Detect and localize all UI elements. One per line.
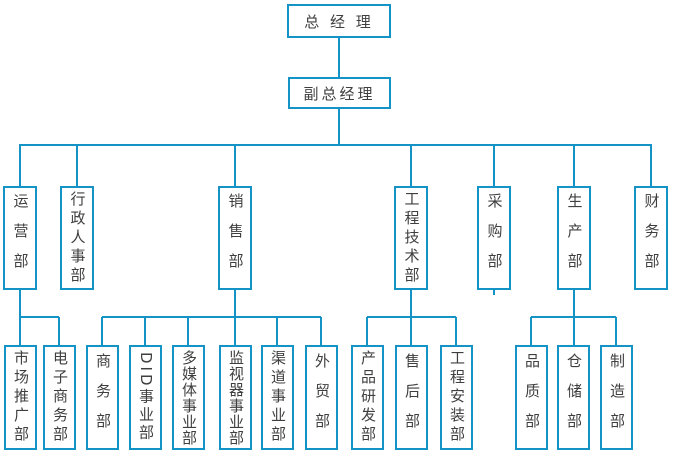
org-node-label: 售后部 [403, 352, 421, 443]
org-node-manufacturing-dept: 制造部 [600, 345, 633, 450]
org-node-label: 外贸部 [313, 352, 331, 443]
org-node-product-rd-dept: 产品研发部 [351, 345, 384, 450]
org-node-multimedia-division: 多媒体事业部 [172, 345, 205, 450]
org-node-label: 采购部 [485, 193, 504, 283]
org-node-label: 工程技术部 [402, 190, 421, 286]
connector-level3-bus [19, 144, 652, 186]
org-node-after-sales-dept: 售后部 [395, 345, 428, 450]
org-node-label: 监视器事业部 [227, 349, 245, 446]
org-node-admin-hr-dept: 行政人事部 [60, 186, 94, 290]
org-node-label: 市场推广部 [12, 350, 30, 445]
org-node-label: 销售部 [226, 193, 245, 283]
org-node-operations-dept: 运营部 [3, 186, 37, 290]
org-node-business-dept: 商务部 [86, 345, 119, 450]
org-node-label: 品质部 [523, 352, 541, 443]
org-node-label: 工程安装部 [448, 350, 466, 445]
connector-sales-children [101, 290, 322, 345]
org-node-foreign-trade-dept: 外贸部 [305, 345, 338, 450]
org-node-quality-dept: 品质部 [515, 345, 548, 450]
org-node-general-manager: 总 经 理 [287, 4, 391, 38]
org-node-label: 电子商务部 [51, 350, 69, 445]
org-node-purchasing-dept: 采购部 [477, 186, 511, 290]
org-node-ecommerce-dept: 电子商务部 [43, 345, 76, 450]
org-node-label: 制造部 [608, 352, 626, 443]
org-node-label: 行政人事部 [68, 190, 87, 286]
org-node-label: 运营部 [11, 193, 30, 283]
connector-engineering-children [366, 290, 457, 345]
org-node-label: 仓储部 [565, 352, 583, 443]
org-node-label: 生产部 [565, 193, 584, 283]
org-node-engineering-tech-dept: 工程技术部 [394, 186, 428, 290]
org-node-label: 多媒体事业部 [180, 349, 198, 446]
org-node-did-division: DID事业部 [129, 345, 162, 450]
org-node-label: 财务部 [642, 193, 661, 283]
org-node-deputy-general-manager: 副总经理 [288, 77, 391, 109]
org-node-label: 渠道事业部 [269, 350, 287, 445]
connector-operations-children [19, 290, 60, 345]
org-node-label: 产品研发部 [359, 350, 377, 445]
org-node-label: DID事业部 [137, 352, 155, 443]
org-node-sales-dept: 销售部 [218, 186, 252, 290]
org-node-label: 商务部 [94, 352, 112, 443]
org-node-engineering-installation-dept: 工程安装部 [440, 345, 473, 450]
org-node-warehouse-dept: 仓储部 [557, 345, 590, 450]
org-node-marketing-promotion-dept: 市场推广部 [4, 345, 37, 450]
org-node-production-dept: 生产部 [557, 186, 591, 290]
org-node-finance-dept: 财务部 [634, 186, 668, 290]
org-node-monitor-division: 监视器事业部 [219, 345, 252, 450]
org-node-channel-division: 渠道事业部 [261, 345, 294, 450]
connector-production-children [530, 290, 617, 345]
